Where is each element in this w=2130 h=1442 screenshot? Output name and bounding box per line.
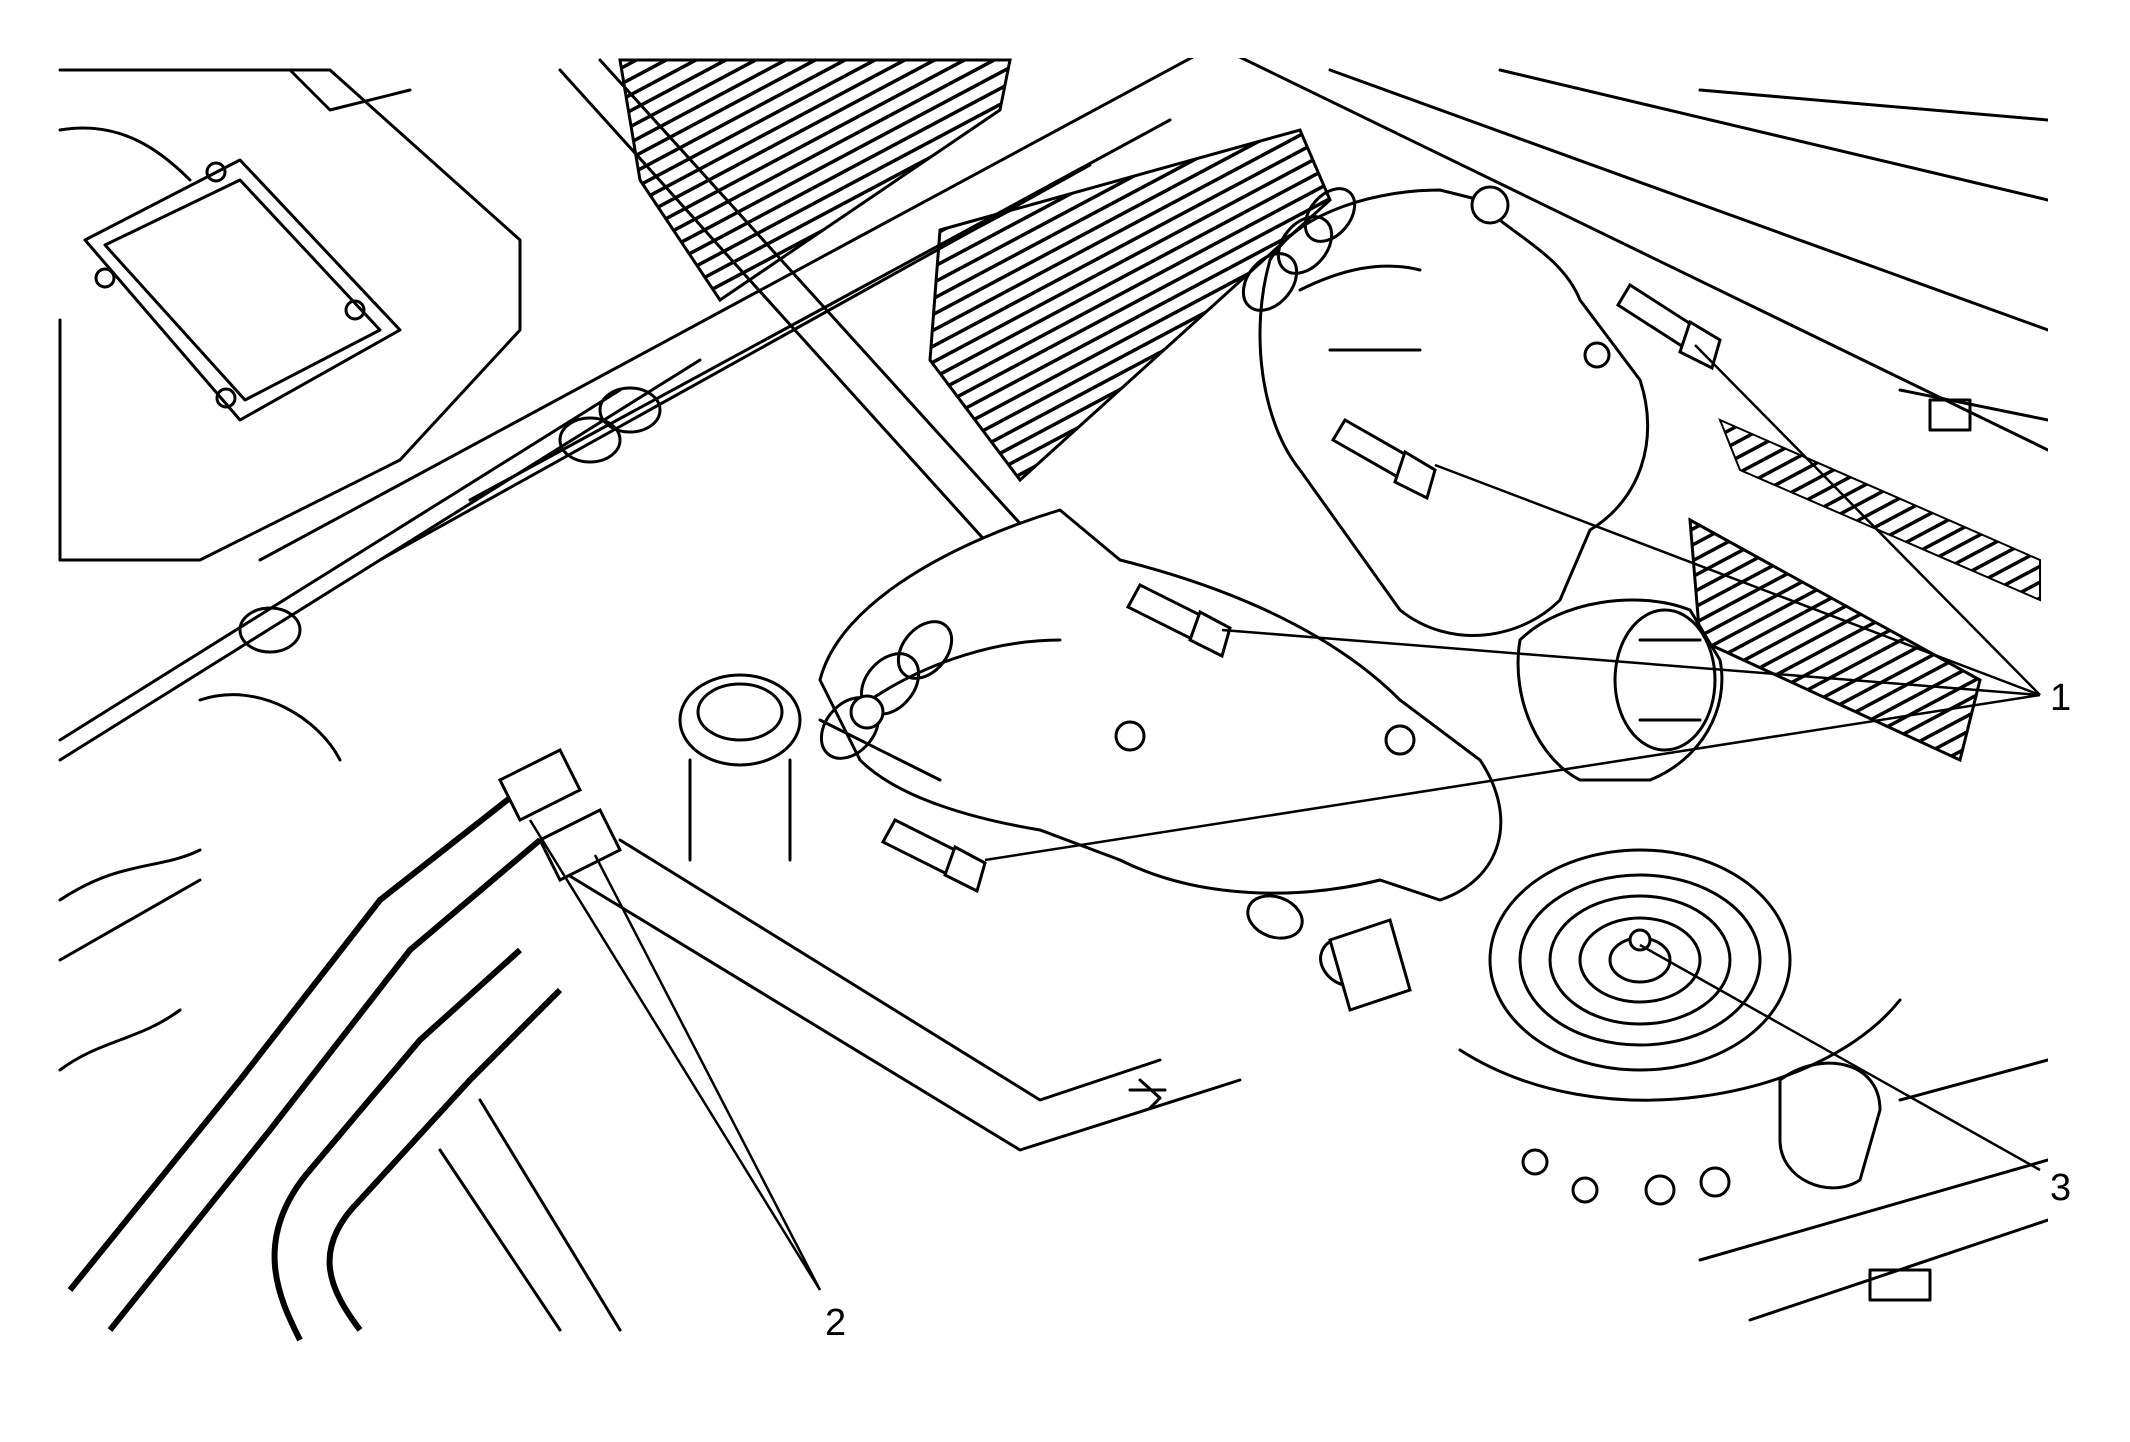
battery-tray: [438, 718, 1242, 1332]
leader-1b: [1434, 463, 2041, 697]
leader-1d: [984, 693, 2041, 862]
leader-1a: [1694, 344, 2041, 696]
reservoir: [678, 673, 802, 862]
callout-leaders: [528, 344, 2041, 1291]
housing-lower: [818, 508, 1503, 1012]
leader-2a: [593, 854, 822, 1291]
motor-unit: [1516, 598, 1724, 782]
callout-label-1: 1: [2050, 677, 2071, 719]
coolant-hoses: [58, 386, 662, 1342]
bolt-icon: [1125, 583, 1232, 659]
leader-2b: [528, 819, 822, 1291]
strut-tower-area: [1238, 58, 2048, 452]
bolt-icon: [1330, 417, 1437, 501]
bolt-icon: [1615, 282, 1722, 371]
bolt-icon: [880, 818, 987, 894]
strut-mount: [1458, 848, 2048, 1322]
vent-grilles: [618, 58, 2041, 763]
leader-3: [1639, 943, 2041, 1172]
leader-1c: [1221, 628, 2041, 697]
engine-cover-panel: [58, 68, 522, 562]
housing-upper: [1241, 185, 1650, 637]
callout-label-2: 2: [825, 1302, 846, 1344]
callout-label-3: 3: [2050, 1167, 2071, 1209]
